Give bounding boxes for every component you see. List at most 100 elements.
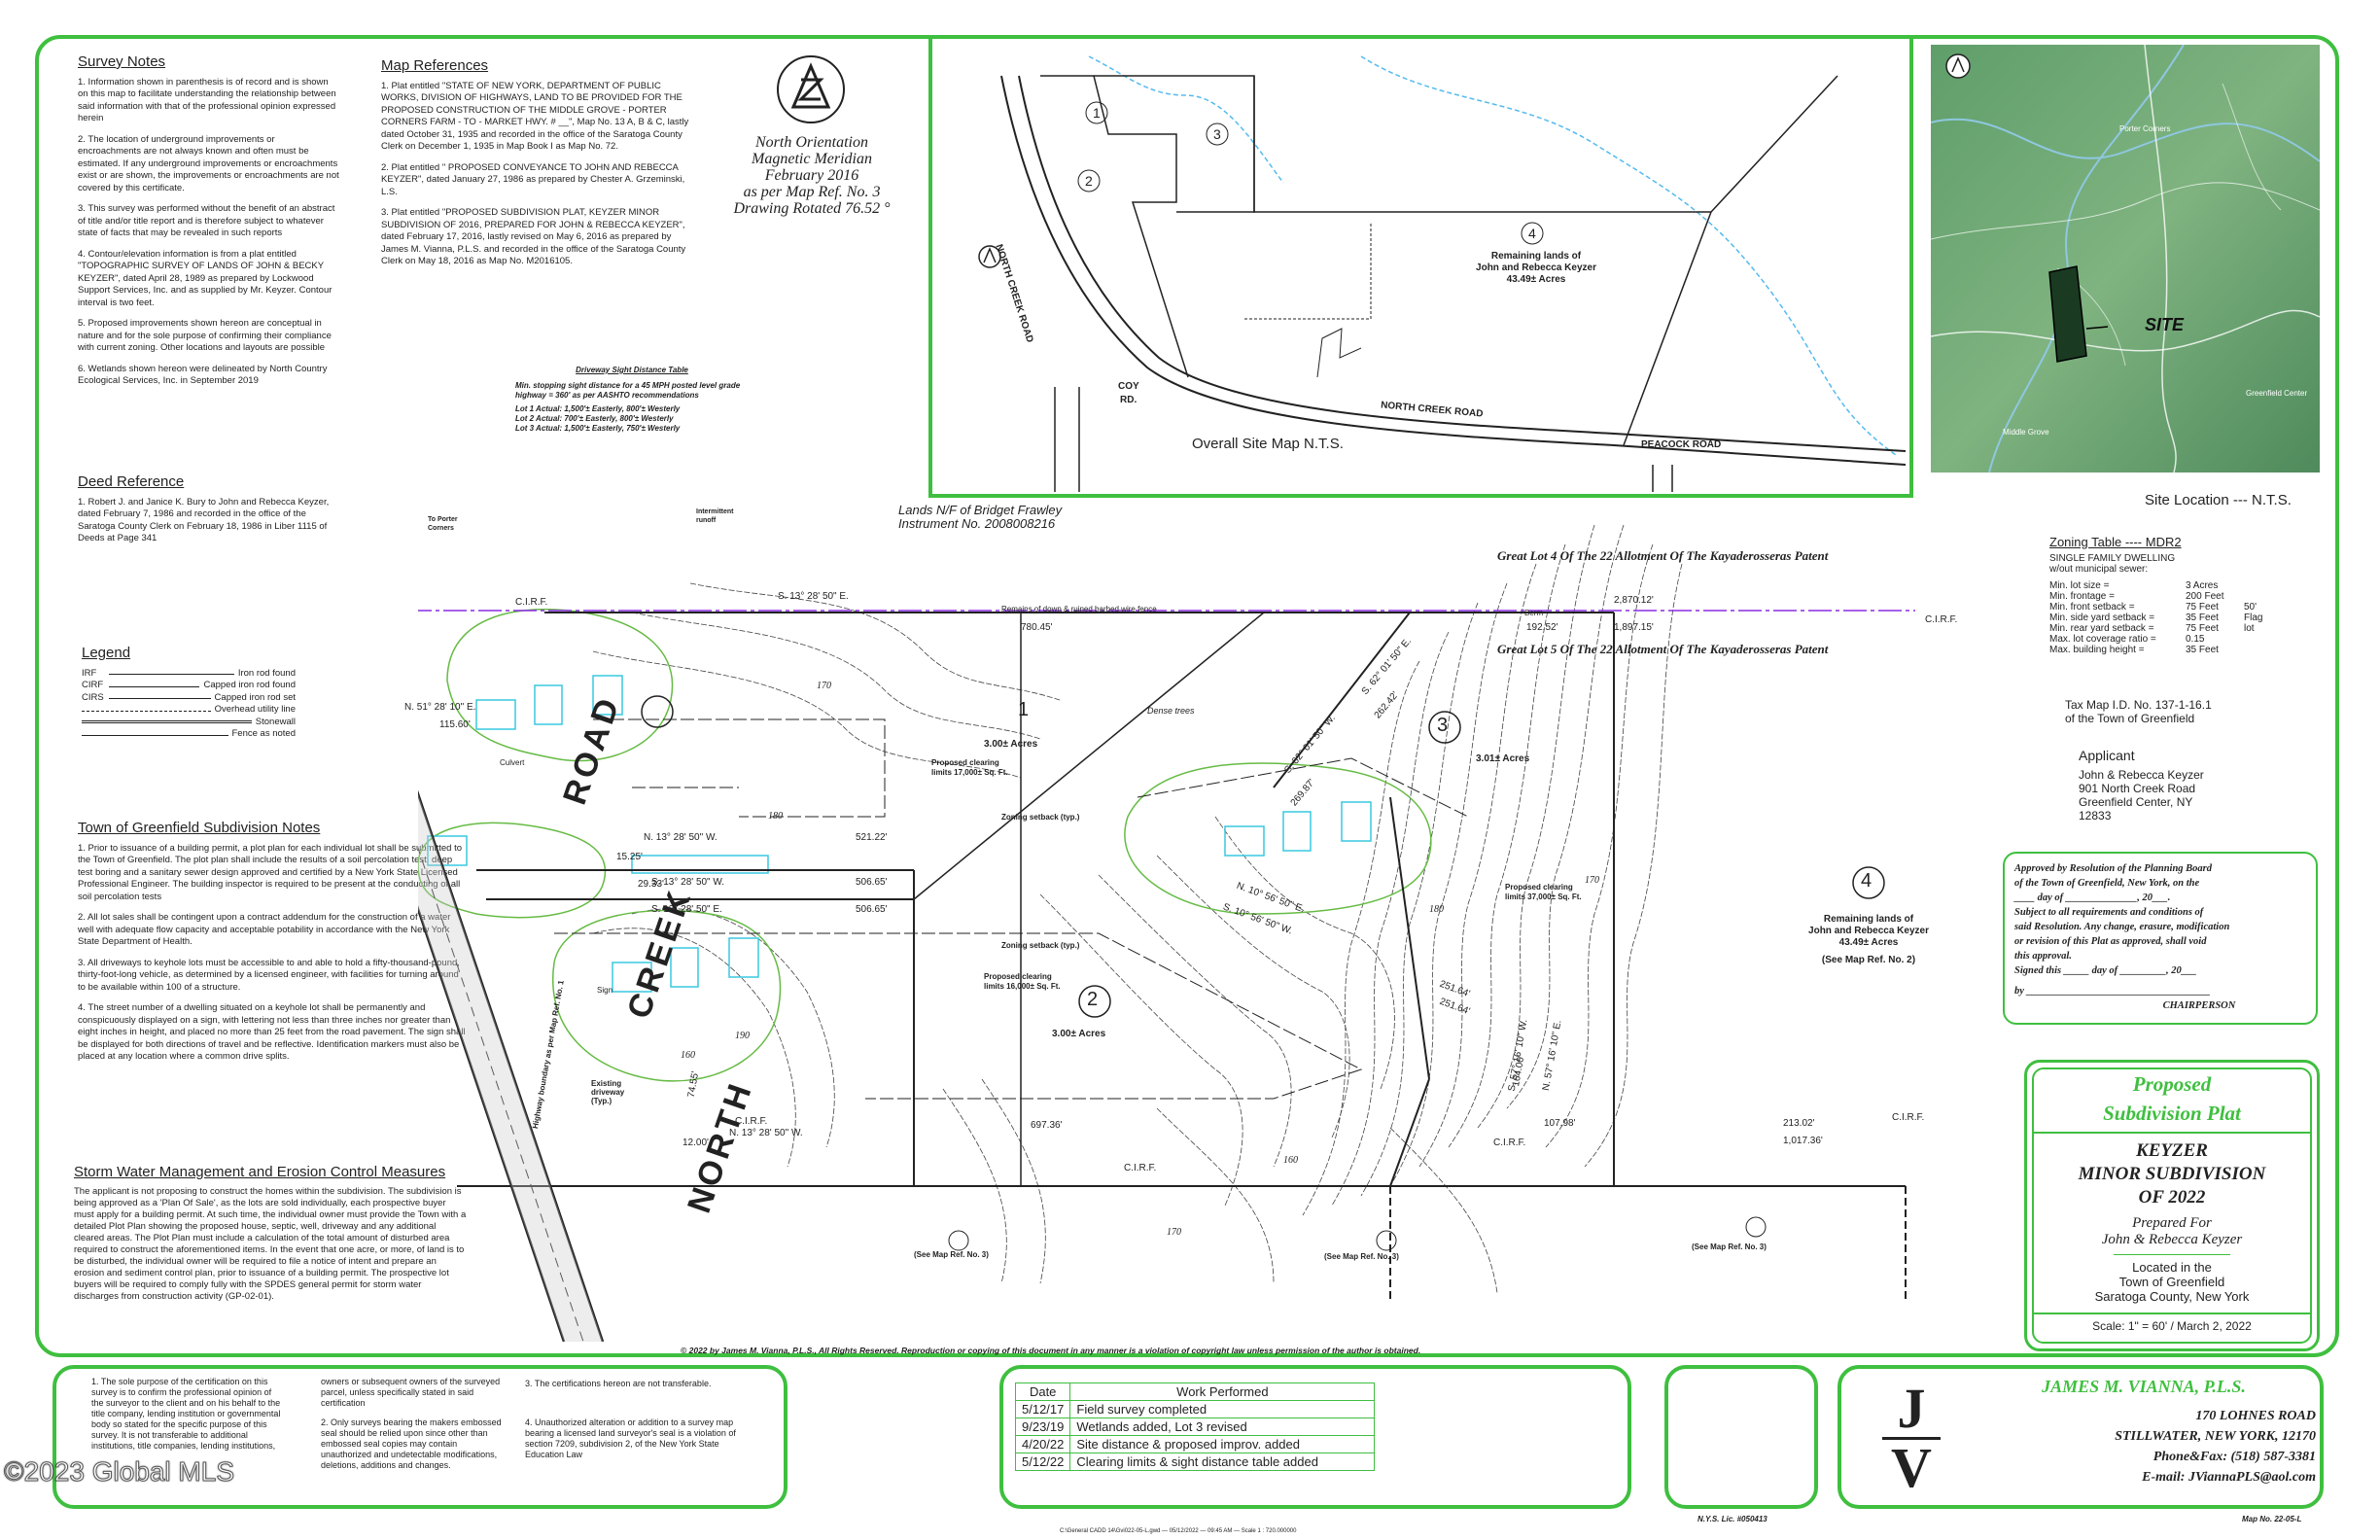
surveyor-info: 170 LOHNES ROAD STILLWATER, NEW YORK, 12… — [1983, 1406, 2316, 1488]
zoning-label: Min. rear yard setback = — [2049, 623, 2154, 634]
zoning-value: 75 Feet — [2186, 623, 2219, 634]
subdivision-plan — [418, 524, 1915, 1342]
plan-note: Proposed clearing limits 17,000± Sq. Ft. — [931, 758, 1008, 777]
bearing-label: 506.65' — [856, 904, 888, 915]
title-divider — [2114, 1254, 2230, 1255]
contour-label: 170 — [1167, 1227, 1181, 1238]
main-frame — [35, 35, 2339, 1357]
map-number: Map No. 22-05-L — [2242, 1515, 2302, 1523]
title-scale: Scale: 1" = 60' / March 2, 2022 — [2092, 1319, 2252, 1333]
storm-water: Storm Water Management and Erosion Contr… — [74, 1165, 467, 1303]
map-reference: 3. Plat entitled "PROPOSED SUBDIVISION P… — [381, 207, 686, 266]
north-arrow-icon — [777, 55, 845, 123]
cert-col-3a: 3. The certifications hereon are not tra… — [525, 1379, 712, 1388]
survey-note: 5. Proposed improvements shown hereon ar… — [78, 318, 332, 353]
zoning-row: Min. lot size =3 Acres — [2049, 580, 2283, 591]
surveyor-name: JAMES M. VIANNA, P.L.S. — [2042, 1377, 2246, 1396]
bearing-label: 506.65' — [856, 877, 888, 888]
remaining-lands: Remaining lands of John and Rebecca Keyz… — [1781, 914, 1956, 966]
site-map-border — [1909, 35, 1913, 498]
footer-path: C:\General CADD 14\Gvi022-05-L.gwd — 05/… — [1060, 1528, 1297, 1534]
overall-road-label: PEACOCK ROAD — [1641, 439, 1722, 450]
tax-map-line: of the Town of Greenfield — [2065, 712, 2195, 725]
zoning-value: 75 Feet — [2186, 602, 2219, 612]
bearing-label: N. 13° 28' 50" W. — [644, 832, 718, 843]
town-notes: Town of Greenfield Subdivision Notes 1. … — [78, 821, 467, 1072]
plan-note: (See Map Ref. No. 3) — [1692, 1242, 1767, 1251]
work-desc: Site distance & proposed improv. added — [1069, 1435, 1376, 1453]
great-lot-4: Great Lot 4 Of The 22 Allotment Of The K… — [1497, 548, 1829, 563]
lot-acres: 3.00± Acres — [1052, 1029, 1106, 1039]
zoning-table: Zoning Table ---- MDR2 SINGLE FAMILY DWE… — [2049, 535, 2283, 655]
plan-note: C.I.R.F. — [735, 1116, 768, 1127]
title-located-line: Saratoga County, New York — [2094, 1289, 2250, 1304]
lot-number: 3 — [1437, 715, 1449, 736]
cert-col-2b: 2. Only surveys bearing the makers embos… — [321, 1418, 502, 1470]
lot-number: 2 — [1087, 989, 1099, 1010]
storm-water-text: The applicant is not proposing to constr… — [74, 1186, 467, 1302]
bearing-label: 107.98' — [1544, 1118, 1576, 1129]
surveyor-address: 170 LOHNES ROAD — [2195, 1409, 2316, 1423]
map-references: Map References 1. Plat entitled "STATE O… — [381, 58, 692, 277]
bearing-label: 1,897.15' — [1614, 622, 1654, 633]
approval-line: Approved by Resolution of the Planning B… — [2014, 863, 2213, 874]
monogram-v: V — [1891, 1436, 1932, 1499]
plan-note: C.I.R.F. — [515, 597, 548, 608]
remaining-line: Remaining lands of — [1823, 914, 1914, 925]
work-desc: Wetlands added, Lot 3 revised — [1069, 1418, 1376, 1436]
zoning-flag: lot — [2244, 623, 2255, 634]
contour-label: 180 — [1429, 904, 1444, 915]
overall-map-border — [928, 35, 932, 498]
great-lot-5: Great Lot 5 Of The 22 Allotment Of The K… — [1497, 642, 1829, 656]
sight-table-row: Lot 3 Actual: 1,500'± Easterly, 750'± We… — [515, 424, 681, 433]
sight-table-row: Lot 2 Actual: 700'± Easterly, 800'± West… — [515, 414, 674, 423]
legend-title: Legend — [82, 645, 131, 661]
plan-note: C.I.R.F. — [1124, 1163, 1157, 1173]
title-name: KEYZER MINOR SUBDIVISION OF 2022 — [2032, 1139, 2312, 1209]
zoning-label: Min. front setback = — [2049, 602, 2135, 612]
zoning-label: Min. lot size = — [2049, 580, 2110, 591]
legend-desc: Fence as noted — [231, 728, 297, 739]
plan-note: To Porter Corners — [428, 516, 458, 532]
overall-site-map — [978, 55, 1907, 492]
orientation-line: Drawing Rotated 76.52 ° — [733, 200, 891, 217]
bearing-label: 697.36' — [1031, 1120, 1063, 1131]
bearing-label: N. 51° 28' 10" E. — [404, 702, 476, 713]
map-reference: 2. Plat entitled " PROPOSED CONVEYANCE T… — [381, 161, 685, 197]
survey-notes: Survey Notes 1. Information shown in par… — [78, 54, 340, 397]
title-block — [2024, 1060, 2320, 1351]
applicant-line: 12833 — [2079, 809, 2112, 822]
copyright-notice: © 2022 by James M. Vianna, P.L.S., All R… — [681, 1346, 1421, 1355]
survey-note: 6. Wetlands shown hereon were delineated… — [78, 363, 328, 387]
orientation-line: North Orientation — [754, 134, 868, 151]
bearing-label: 2,870.12' — [1614, 595, 1654, 606]
overall-lot-label: 1 — [1093, 105, 1101, 121]
title-name-line: KEYZER — [2136, 1140, 2208, 1161]
monogram-j: J — [1882, 1381, 1941, 1440]
work-date: 5/12/22 — [1014, 1452, 1071, 1471]
title-located: Located in the Town of Greenfield Sarato… — [2032, 1260, 2312, 1304]
plan-note: Zoning setback (typ.) — [1001, 941, 1080, 950]
zoning-row: Max. lot coverage ratio =0.15 — [2049, 634, 2283, 645]
map-reference: 1. Plat entitled "STATE OF NEW YORK, DEP… — [381, 80, 689, 153]
bearing-label: S. 13° 28' 50" W. — [651, 877, 725, 888]
zoning-title: Zoning Table ---- MDR2 — [2049, 535, 2182, 549]
title-located-line: Town of Greenfield — [2118, 1275, 2225, 1289]
overall-map-caption: Overall Site Map N.T.S. — [1192, 436, 1344, 452]
plan-note: C.I.R.F. — [1493, 1138, 1526, 1148]
site-location-caption: Site Location --- N.T.S. — [2145, 492, 2292, 508]
survey-note: 2. The location of underground improveme… — [78, 133, 339, 193]
lot-acres: 3.01± Acres — [1476, 753, 1530, 764]
legend-item: Fence as noted — [82, 728, 296, 741]
title-divider — [2032, 1312, 2312, 1314]
plan-note: Sign — [597, 986, 613, 995]
license-number: N.Y.S. Lic. #050413 — [1698, 1515, 1768, 1523]
zoning-sub: w/out municipal sewer: — [2049, 564, 2149, 575]
